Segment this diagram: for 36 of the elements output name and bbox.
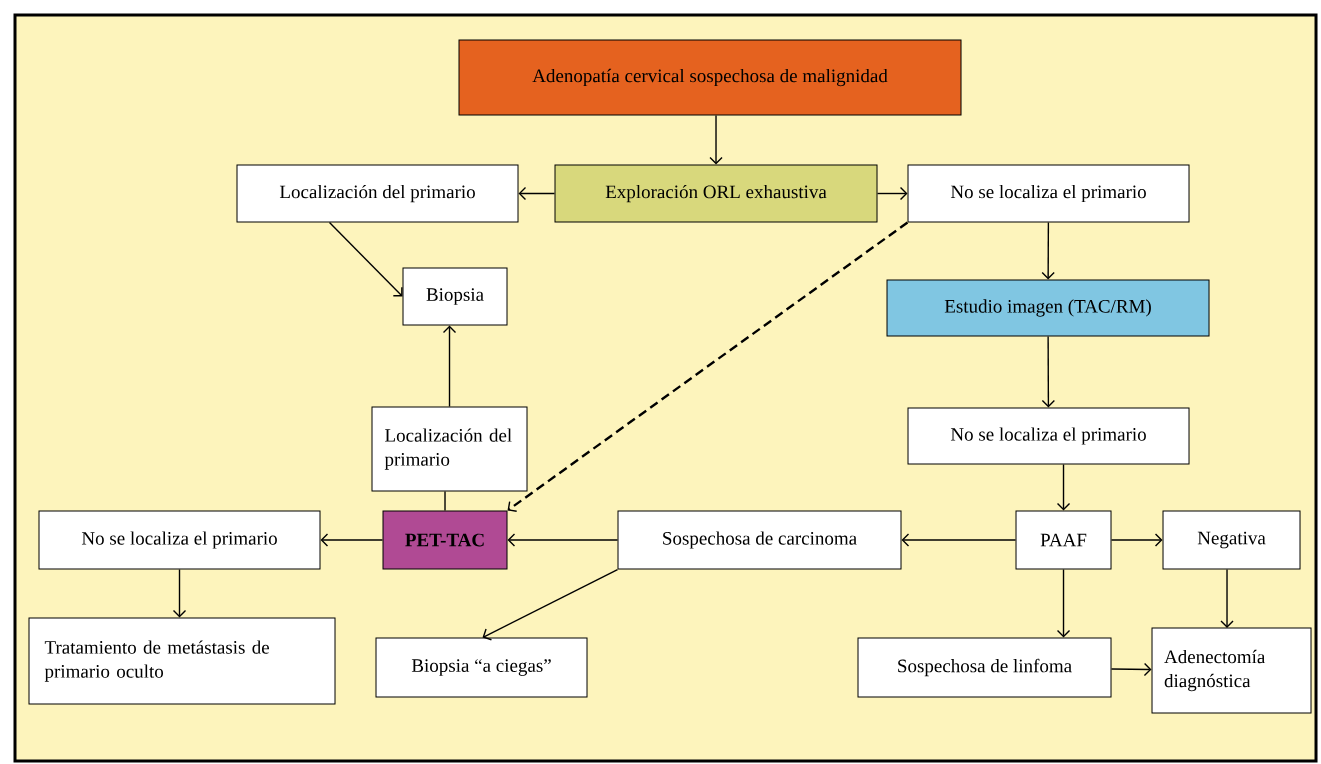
- result-box: No se localiza el primario: [907, 407, 1190, 465]
- arrow: [172, 568, 187, 618]
- arrow: [1041, 221, 1055, 280]
- result-box: Localización del primario: [236, 164, 519, 223]
- start-box: Adenopatía cervical sospechosa de malignidad: [458, 39, 962, 116]
- arrow: [482, 568, 619, 641]
- result-box: Negativa: [1162, 510, 1301, 570]
- result-box: Localización del primario: [371, 406, 528, 492]
- result-box: Sospechosa de linfoma: [857, 637, 1112, 698]
- process-box: Estudio imagen (TAC/RM): [886, 279, 1210, 337]
- outcome-box: Tratamiento de metástasis de primario oculto: [28, 617, 336, 705]
- arrow: [1056, 568, 1071, 638]
- arrow: [518, 186, 556, 201]
- result-box: No se localiza el primario: [907, 164, 1190, 223]
- arrow: [1056, 463, 1071, 511]
- arrow: [328, 221, 403, 297]
- arrow: [1220, 568, 1234, 628]
- process-box: PAAF: [1015, 510, 1112, 570]
- process-box: Biopsia: [402, 267, 508, 326]
- arrow: [1110, 662, 1152, 677]
- arrow: [320, 533, 384, 547]
- arrow: [709, 114, 723, 165]
- arrow: [1041, 335, 1056, 408]
- process-box: PET-TAC: [382, 510, 508, 570]
- outcome-box: Adenectomía diagnóstica: [1151, 627, 1312, 714]
- result-box: Sospechosa de carcinoma: [617, 510, 902, 570]
- arrow: [507, 533, 619, 547]
- process-box: Biopsia “a ciegas”: [375, 637, 588, 698]
- result-box: No se localiza el primario: [38, 510, 321, 570]
- connector-line: [444, 490, 446, 512]
- arrow: [442, 325, 457, 408]
- dashed-arrow: [507, 221, 909, 512]
- arrow: [876, 186, 908, 201]
- arrow: [901, 533, 1017, 547]
- process-box: Exploración ORL exhaustiva: [554, 164, 878, 223]
- arrow: [1110, 533, 1163, 547]
